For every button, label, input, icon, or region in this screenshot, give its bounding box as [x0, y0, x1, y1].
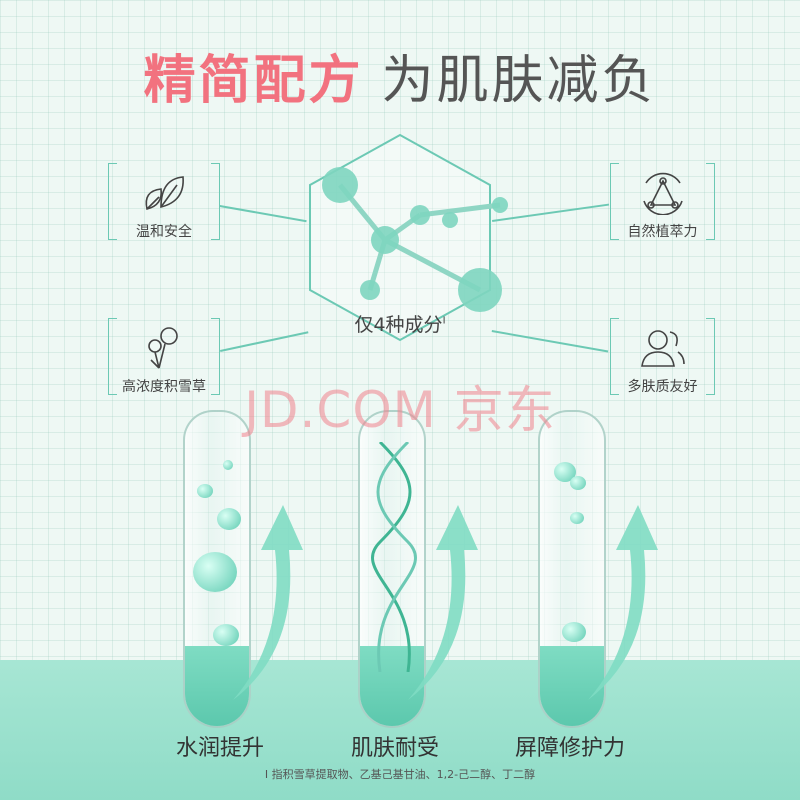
feature-label: 自然植萃力 [627, 224, 698, 240]
footnote-mark: I [442, 315, 446, 327]
page-title: 精简配方为肌肤减负 [0, 38, 800, 113]
feature-gentle: 温和安全 [108, 163, 220, 240]
dna-icon [371, 442, 417, 672]
leaf-icon [145, 176, 184, 210]
benefit-label: 屏障修护力 [514, 736, 625, 761]
benefit-label: 水润提升 [175, 736, 264, 761]
title-highlight: 精简配方 [143, 51, 364, 111]
title-rest: 为肌肤减负 [381, 51, 657, 111]
ingredient-count-label: 仅4种成分 [354, 314, 443, 336]
feature-centella: 高浓度积雪草 [108, 318, 220, 395]
arrow-up-icon [408, 505, 478, 700]
feature-label: 温和安全 [136, 224, 192, 240]
feature-botanical: 自然植萃力 [610, 163, 715, 240]
test-tube-hydration [183, 410, 251, 728]
arrow-up-icon [588, 505, 658, 700]
ingredient-count: 仅4种成分I [0, 310, 800, 337]
triangle-network-icon [642, 172, 683, 216]
feature-label: 高浓度积雪草 [122, 379, 206, 395]
people-icon [640, 330, 685, 367]
feature-label: 多肤质友好 [627, 379, 698, 395]
test-tube-barrier [538, 410, 606, 728]
feature-all-skin: 多肤质友好 [610, 318, 715, 395]
footnote: I 指积雪草提取物、乙基己基甘油、1,2-己二醇、丁二醇 [264, 768, 536, 781]
molecule-hexagon [309, 133, 508, 342]
benefit-label: 肌肤耐受 [350, 736, 439, 761]
arrow-up-icon [233, 505, 303, 700]
watermark: JD.COM 京东 [244, 381, 556, 439]
plant-icon [148, 327, 178, 369]
test-tube-tolerance [358, 410, 426, 728]
